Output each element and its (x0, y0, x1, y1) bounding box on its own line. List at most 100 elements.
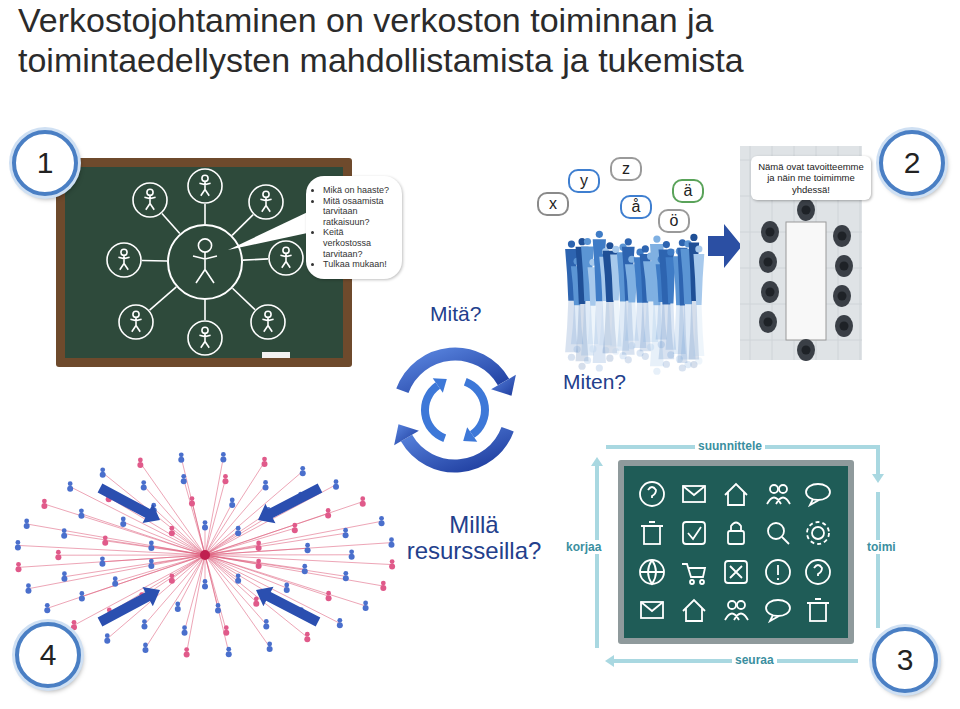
drawing-part (360, 501, 366, 507)
drawing-part (16, 566, 22, 572)
drawing-part (205, 521, 382, 555)
drawing-part (770, 485, 778, 493)
step-number: 4 (15, 622, 81, 688)
drawing-part (175, 606, 181, 612)
drawing-part (233, 288, 255, 309)
drawing-part (184, 479, 205, 555)
drawing-part (693, 254, 704, 305)
drawing-part (640, 482, 830, 621)
drawing-part (221, 452, 226, 457)
drawing-part (215, 607, 221, 613)
drawing-part (193, 252, 217, 283)
drawing-part (251, 305, 285, 339)
drawing-part (130, 317, 141, 331)
drawing-part (42, 499, 47, 504)
drawing-part (663, 241, 670, 248)
drawing-part (256, 559, 261, 564)
drawing-part (142, 260, 167, 262)
drawing-part (226, 651, 232, 657)
drawing-part (79, 591, 84, 596)
drawing-part (104, 638, 110, 644)
drawing-part (770, 615, 779, 621)
bullet-text: Mikä on haaste? (323, 185, 394, 196)
drawing-part (262, 352, 290, 358)
drawing-part (98, 484, 160, 524)
bubble-text: z (618, 160, 634, 178)
drawing-part (143, 643, 148, 648)
drawing-part (379, 516, 384, 521)
slide-title: Verkostojohtaminen on verkoston toiminna… (18, 0, 948, 80)
drawing-part (612, 246, 619, 253)
drawing-part (65, 167, 343, 358)
drawing-part (45, 603, 50, 608)
drawing-part (204, 300, 206, 320)
drawing-part (797, 339, 815, 361)
drawing-part (205, 555, 270, 647)
drawing-part (596, 231, 603, 238)
drawing-part (205, 555, 226, 631)
drawing-part (121, 249, 127, 255)
drawing-part (229, 502, 235, 508)
drawing-part (642, 353, 649, 360)
drawing-part (835, 315, 853, 337)
flow-arrow (708, 224, 742, 268)
drawing-part (249, 185, 283, 219)
drawing-part (15, 544, 21, 550)
bullet-text: Keitä verkostossa tarvitaan? (323, 227, 394, 259)
drawing-part (100, 467, 105, 472)
drawing-part (263, 623, 269, 629)
drawing-part (205, 555, 266, 624)
drawing-part (24, 519, 29, 524)
drawing-part (764, 258, 773, 267)
icon-board (591, 447, 884, 667)
drawing-part (15, 540, 20, 545)
drawing-part (797, 199, 815, 221)
drawing-part (264, 619, 269, 624)
callout-number: 1 (37, 146, 54, 180)
step-number: 3 (872, 627, 938, 693)
drawing-part (44, 607, 50, 613)
callout-bubble: Nämä ovat tavoitteemme ja näin me toimim… (751, 156, 871, 200)
drawing-part (349, 549, 354, 554)
drawing-part (300, 466, 305, 471)
drawing-part (138, 458, 143, 463)
bubble-text: x (545, 195, 561, 213)
bubble-text: ö (666, 212, 682, 230)
drawing-part (653, 235, 660, 242)
drawing-part (224, 625, 229, 630)
drawing-part (806, 560, 830, 584)
speech-bubble: x (537, 192, 569, 216)
drawing-part (326, 591, 331, 596)
drawing-part (333, 484, 339, 490)
drawing-part (292, 527, 298, 533)
drawing-part (667, 249, 674, 256)
drawing-part (425, 385, 445, 438)
drawing-part (169, 526, 174, 531)
drawing-part (67, 486, 73, 492)
drawing-part (148, 563, 154, 569)
drawing-part (141, 624, 147, 630)
drawing-part (810, 603, 826, 621)
drawing-part (182, 625, 187, 630)
drawing-part (150, 287, 177, 310)
drawing-part (641, 602, 663, 611)
drawing-part (766, 228, 775, 237)
bubble-text: Nämä ovat tavoitteemme ja näin me toimim… (755, 161, 867, 195)
drawing-part (802, 346, 811, 355)
drawing-part (766, 600, 790, 616)
drawing-part (262, 457, 267, 462)
drawing-part (202, 525, 208, 531)
drawing-part (766, 560, 790, 584)
drawing-part (19, 555, 205, 567)
drawing-part (343, 571, 348, 576)
drawing-part (26, 583, 31, 588)
cycle-step-label: korjaa (563, 540, 604, 554)
drawing-part (16, 562, 21, 567)
drawing-part (814, 565, 822, 576)
drawing-part (806, 484, 830, 500)
drawing-part (182, 630, 188, 636)
drawing-part (141, 485, 147, 491)
drawing-part (833, 285, 851, 307)
drawing-part (205, 554, 352, 555)
